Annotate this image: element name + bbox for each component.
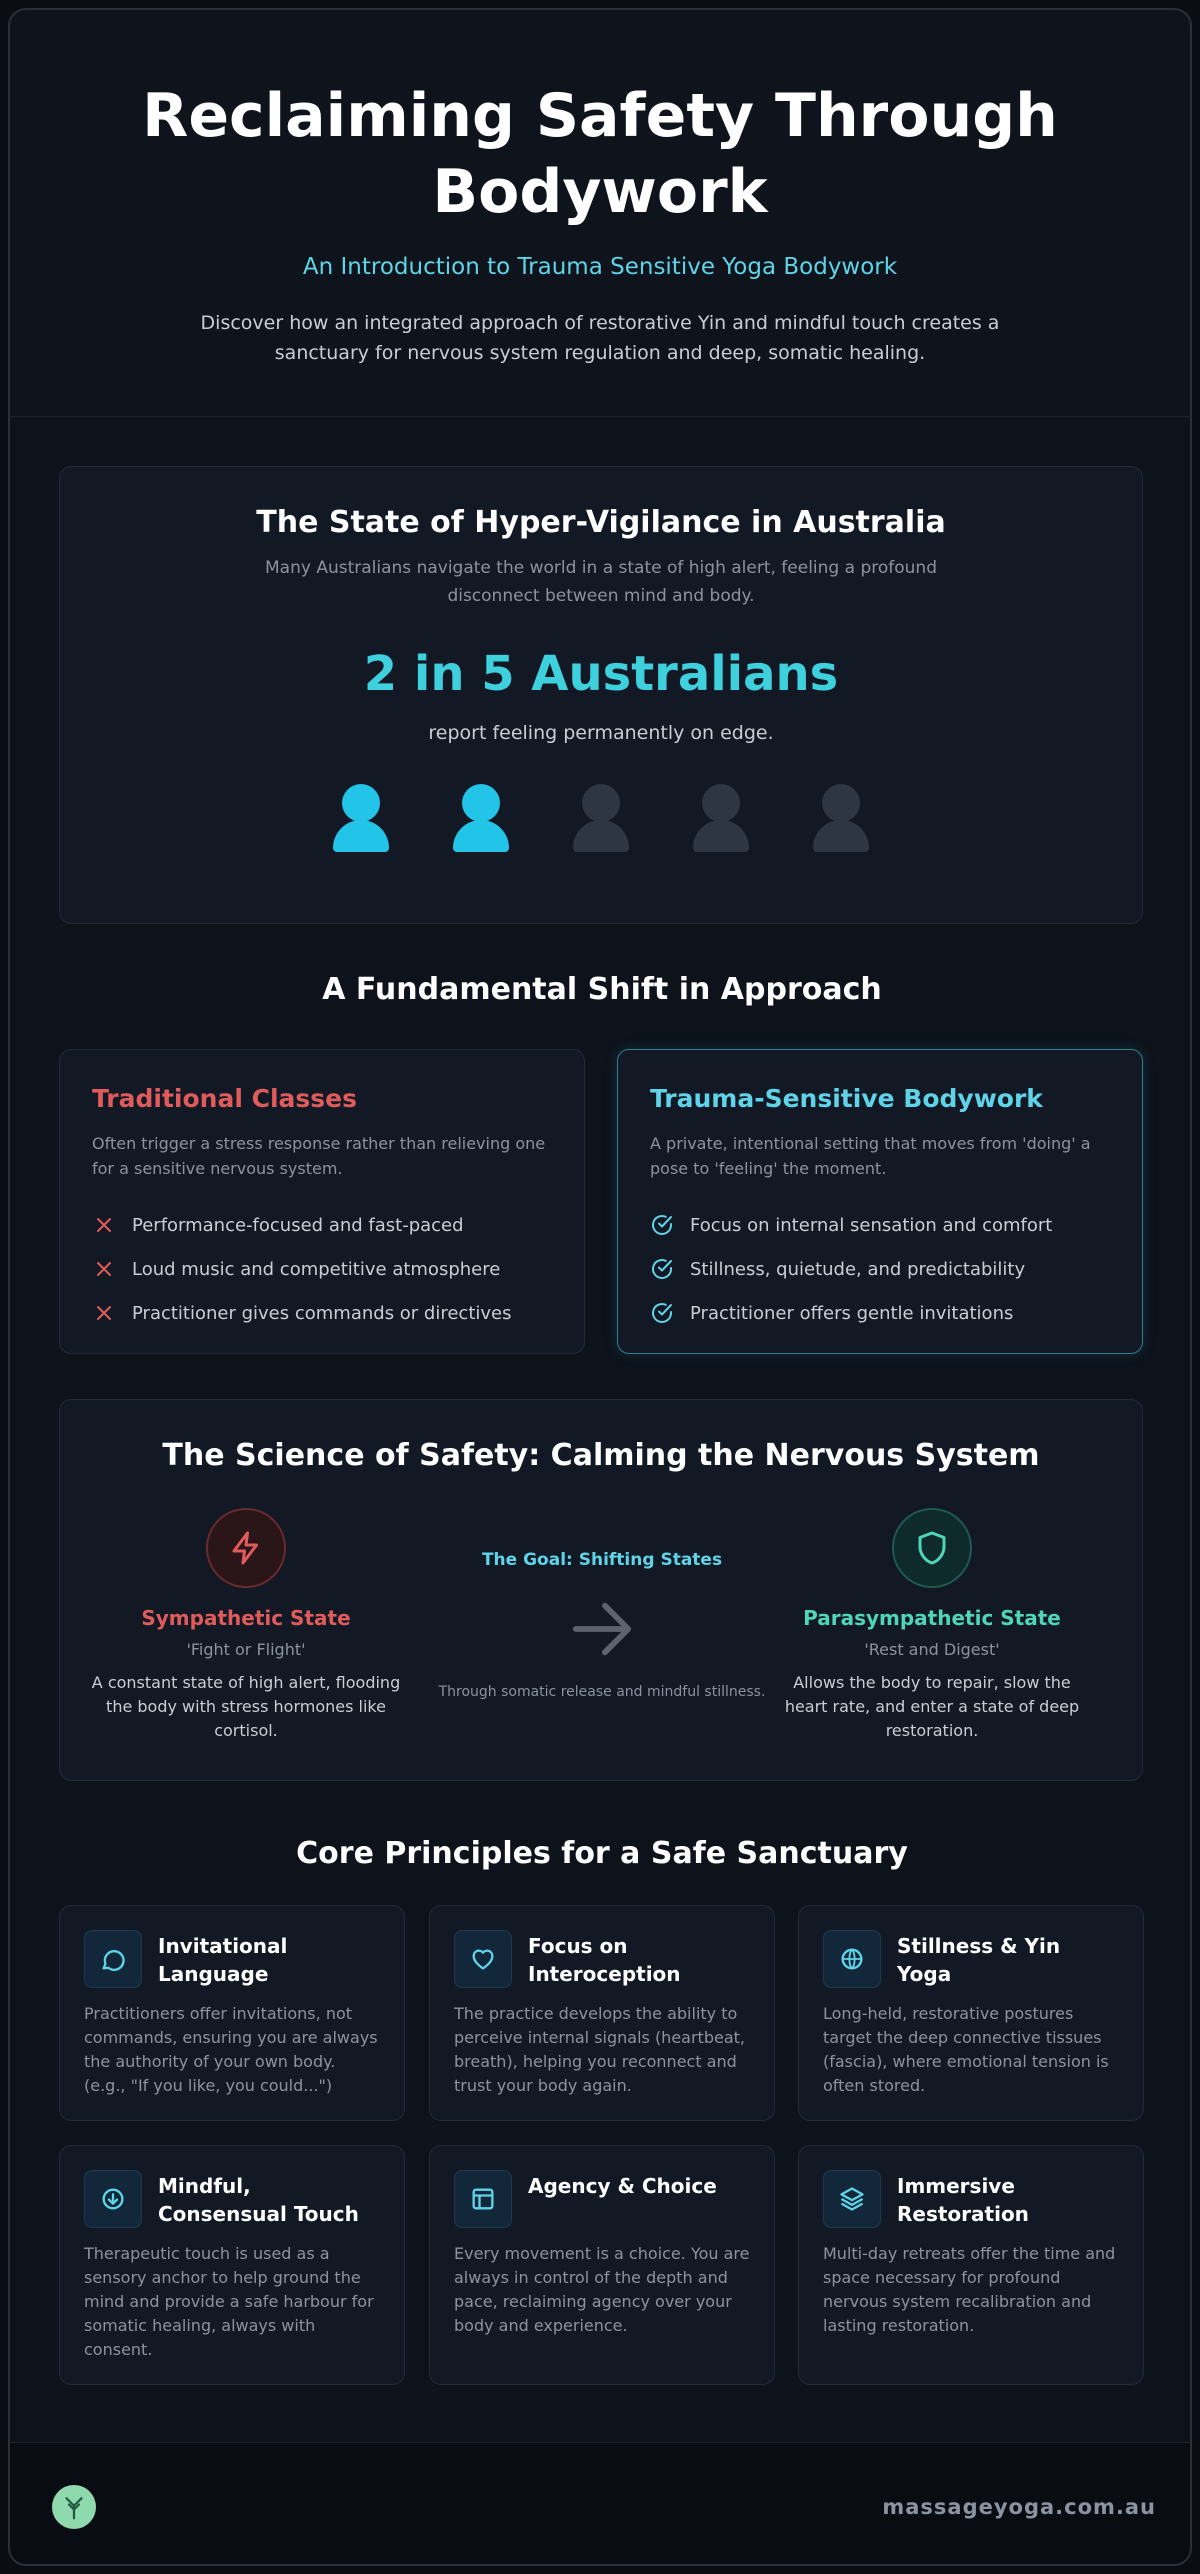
- principle-card: Immersive Restoration Multi-day retreats…: [798, 2145, 1144, 2385]
- check-circle-icon: [652, 1259, 672, 1279]
- principle-icon-box: [454, 2170, 512, 2228]
- footer: massageyoga.com.au: [10, 2442, 1190, 2564]
- person-icon: [573, 784, 629, 852]
- trauma-sensitive-card: Trauma-Sensitive Bodywork A private, int…: [617, 1049, 1143, 1354]
- traditional-classes-card: Traditional Classes Often trigger a stre…: [59, 1049, 585, 1354]
- principle-icon-box: [823, 1930, 881, 1988]
- state-shift: The Goal: Shifting States Through somati…: [430, 1550, 774, 1700]
- parasympathetic-badge: [892, 1508, 972, 1588]
- lightning-icon: [232, 1531, 258, 1565]
- stat-headline: 2 in 5 Australians: [363, 646, 839, 702]
- arrow-down-circle-icon: [102, 2188, 124, 2210]
- layout-icon: [472, 2188, 494, 2210]
- check-circle-icon: [652, 1303, 672, 1323]
- principle-card: Agency & Choice Every movement is a choi…: [429, 2145, 775, 2385]
- arrow-right-icon: [572, 1602, 632, 1656]
- trauma-title: Trauma-Sensitive Bodywork: [650, 1084, 1043, 1113]
- principle-icon-box: [454, 1930, 512, 1988]
- traditional-description: Often trigger a stress response rather t…: [92, 1134, 546, 1178]
- trauma-list: Focus on internal sensation and comfort …: [650, 1203, 1110, 1335]
- hero-description: Discover how an integrated approach of r…: [200, 312, 1000, 364]
- parasympathetic-description: Allows the body to repair, slow the hear…: [784, 1673, 1080, 1740]
- principle-card: Mindful, Consensual Touch Therapeutic to…: [59, 2145, 405, 2385]
- principle-title: Immersive Restoration: [897, 2174, 1029, 2226]
- principle-icon-box: [823, 2170, 881, 2228]
- principles-section-title: Core Principles for a Safe Sanctuary: [296, 1836, 908, 1871]
- traditional-title: Traditional Classes: [92, 1084, 357, 1113]
- person-icon: [693, 784, 749, 852]
- stat-note: report feeling permanently on edge.: [428, 722, 774, 744]
- principle-title: Focus on Interoception: [528, 1934, 681, 1986]
- principle-description: Every movement is a choice. You are alwa…: [454, 2244, 750, 2335]
- tree-logo-icon[interactable]: [52, 2485, 96, 2529]
- check-circle-icon: [652, 1215, 672, 1235]
- principle-description: Therapeutic touch is used as a sensory a…: [84, 2244, 374, 2359]
- layers-icon: [840, 2187, 864, 2211]
- parasympathetic-name: Parasympathetic State: [803, 1606, 1061, 1630]
- speech-bubble-icon: [102, 1950, 125, 1971]
- x-icon: [97, 1218, 111, 1232]
- person-icon: [813, 784, 869, 852]
- sympathetic-state: Sympathetic State 'Fight or Flight' A co…: [86, 1508, 406, 1743]
- traditional-list: Performance-focused and fast-paced Loud …: [92, 1203, 552, 1335]
- shift-section-title: A Fundamental Shift in Approach: [322, 972, 882, 1007]
- science-card: The Science of Safety: Calming the Nervo…: [59, 1399, 1143, 1781]
- principle-icon-box: [84, 2170, 142, 2228]
- parasympathetic-tag: 'Rest and Digest': [864, 1640, 1000, 1659]
- sympathetic-description: A constant state of high alert, flooding…: [91, 1673, 401, 1740]
- principle-title: Agency & Choice: [528, 2174, 717, 2198]
- principle-icon-box: [84, 1930, 142, 1988]
- list-item: Focus on internal sensation and comfort: [650, 1203, 1110, 1247]
- principle-card: Invitational Language Practitioners offe…: [59, 1905, 405, 2121]
- trauma-description: A private, intentional setting that move…: [650, 1134, 1091, 1178]
- principle-description: Long-held, restorative postures target t…: [823, 2004, 1109, 2095]
- page-frame: Reclaiming Safety Through Bodywork An In…: [8, 8, 1192, 2566]
- science-title: The Science of Safety: Calming the Nervo…: [162, 1438, 1040, 1473]
- list-item: Practitioner gives commands or directive…: [92, 1291, 552, 1335]
- person-icon: [453, 784, 509, 852]
- list-item: Loud music and competitive atmosphere: [92, 1247, 552, 1291]
- person-icon: [333, 784, 389, 852]
- sympathetic-tag: 'Fight or Flight': [186, 1640, 306, 1659]
- parasympathetic-state: Parasympathetic State 'Rest and Digest' …: [772, 1508, 1092, 1743]
- shield-icon: [918, 1531, 946, 1565]
- heart-icon: [472, 1949, 494, 1970]
- sympathetic-name: Sympathetic State: [141, 1606, 351, 1630]
- principle-card: Stillness & Yin Yoga Long-held, restorat…: [798, 1905, 1144, 2121]
- principle-title: Stillness & Yin Yoga: [897, 1934, 1061, 1986]
- sympathetic-badge: [206, 1508, 286, 1588]
- shift-method: Through somatic release and mindful stil…: [438, 1684, 766, 1700]
- principle-card: Focus on Interoception The practice deve…: [429, 1905, 775, 2121]
- x-icon: [97, 1262, 111, 1276]
- list-item: Practitioner offers gentle invitations: [650, 1291, 1110, 1335]
- principle-description: Multi-day retreats offer the time and sp…: [823, 2244, 1116, 2335]
- list-item: Stillness, quietude, and predictability: [650, 1247, 1110, 1291]
- principle-description: The practice develops the ability to per…: [454, 2004, 745, 2095]
- hypervigilance-title: The State of Hyper-Vigilance in Australi…: [256, 505, 946, 540]
- globe-icon: [841, 1948, 863, 1970]
- x-icon: [97, 1306, 111, 1320]
- list-item: Performance-focused and fast-paced: [92, 1203, 552, 1247]
- page-title: Reclaiming Safety Through Bodywork: [142, 81, 1058, 227]
- goal-label: The Goal: Shifting States: [481, 1550, 723, 1570]
- principle-title: Mindful, Consensual Touch: [158, 2174, 359, 2226]
- person-icons-row: [60, 784, 1142, 852]
- page-subtitle: An Introduction to Trauma Sensitive Yoga…: [302, 254, 898, 280]
- principle-title: Invitational Language: [158, 1934, 288, 1986]
- hypervigilance-card: The State of Hyper-Vigilance in Australi…: [59, 466, 1143, 924]
- principle-description: Practitioners offer invitations, not com…: [84, 2004, 378, 2095]
- hypervigilance-lead: Many Australians navigate the world in a…: [265, 558, 937, 606]
- hero-section: Reclaiming Safety Through Bodywork An In…: [10, 10, 1190, 417]
- site-link[interactable]: massageyoga.com.au: [882, 2495, 1156, 2519]
